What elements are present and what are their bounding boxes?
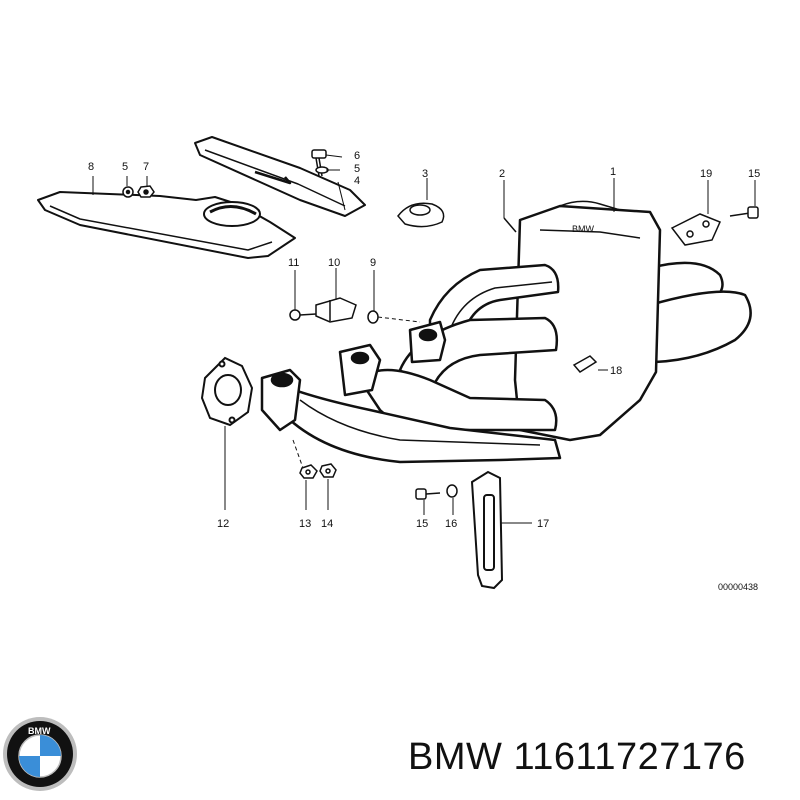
part-12-gasket	[200, 356, 254, 427]
callout-18: 18	[610, 365, 622, 377]
part-17-strap	[470, 470, 504, 590]
part-7-nut	[137, 185, 155, 198]
callout-1: 1	[610, 166, 616, 178]
part-4-heat-shield	[194, 136, 366, 217]
callout-11: 11	[288, 257, 299, 269]
part-15-bolt-upper	[729, 206, 759, 219]
part-9-washer	[367, 310, 379, 324]
callout-8: 8	[88, 161, 94, 173]
callout-15-lower: 15	[416, 518, 428, 530]
part-caption: BMW 11611727176	[408, 736, 746, 779]
callout-14: 14	[321, 518, 333, 530]
svg-text:BMW: BMW	[572, 224, 595, 234]
part-5-washer-left	[122, 186, 134, 198]
callout-6: 6	[354, 150, 360, 162]
callout-9: 9	[370, 257, 376, 269]
callout-13: 13	[299, 518, 311, 530]
callout-10: 10	[328, 257, 340, 269]
caption-brand: BMW	[408, 736, 503, 778]
part-16-washer	[446, 484, 458, 498]
leader-lines	[92, 154, 756, 524]
part-19-bracket	[670, 213, 722, 246]
callout-17: 17	[537, 518, 549, 530]
part-13-nut	[299, 464, 318, 479]
part-18-pin	[572, 355, 598, 373]
callout-12: 12	[217, 518, 229, 530]
part-3-cap	[397, 202, 445, 228]
callout-2: 2	[499, 168, 505, 180]
callout-7: 7	[143, 161, 149, 173]
part-2-stud	[503, 217, 517, 233]
svg-text:BMW: BMW	[28, 726, 51, 736]
callout-3: 3	[422, 168, 428, 180]
callout-19: 19	[700, 168, 712, 180]
callout-16: 16	[445, 518, 457, 530]
callout-5-right: 5	[354, 163, 360, 175]
part-11-bolt	[289, 309, 317, 321]
callout-labels: 1 2 3 4 5 6 7 8 5 9 10 11 12 13 14 15 16…	[88, 150, 760, 530]
bmw-logo: BMW	[3, 717, 77, 791]
callout-15-upper: 15	[748, 168, 760, 180]
callout-5-left: 5	[122, 161, 128, 173]
part-15-bolt-lower	[415, 488, 441, 500]
caption-part-number: 11611727176	[513, 736, 746, 778]
part-8-heat-shield	[37, 191, 296, 259]
callout-4: 4	[354, 175, 360, 187]
part-1-exhaust-manifold: BMW	[260, 200, 752, 464]
part-14-nut	[319, 463, 337, 478]
drawing-code: 00000438	[718, 582, 758, 592]
part-10-clamp	[315, 297, 357, 323]
